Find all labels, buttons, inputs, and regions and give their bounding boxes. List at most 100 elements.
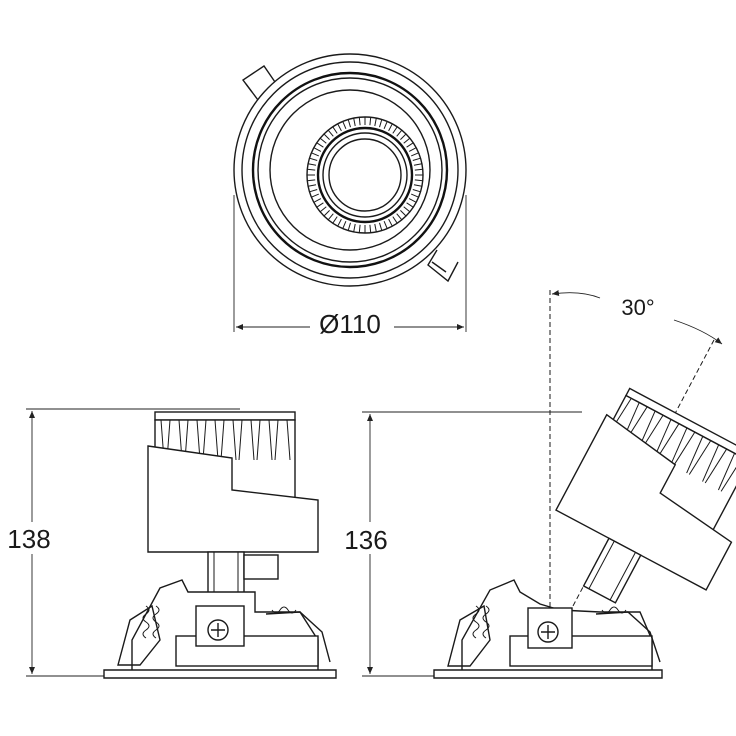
fin-line (379, 119, 383, 128)
fin-line (414, 168, 423, 171)
fin-line (232, 419, 237, 461)
top-outer-ring (233, 53, 467, 287)
fin-line (704, 448, 728, 484)
fin-line (412, 157, 421, 161)
fin-line (337, 123, 342, 132)
fin-line (383, 121, 388, 129)
fin-line (388, 218, 393, 227)
fin-line (332, 126, 338, 134)
fin-line (309, 157, 318, 161)
top-clip-upper (241, 65, 276, 101)
fin-line (686, 436, 704, 474)
fin-line (342, 121, 347, 129)
fin-line (720, 457, 736, 492)
fin-line (411, 193, 419, 198)
fin-line (316, 202, 324, 208)
fin-line (256, 419, 261, 461)
fin-line (220, 419, 225, 461)
fin-line (396, 129, 403, 137)
fin-line (388, 123, 393, 132)
right-adjust-screw (537, 621, 559, 643)
fin-line (347, 119, 351, 128)
fin-line (374, 118, 377, 127)
fin-line (379, 222, 383, 231)
diameter-label: Ø110 (319, 309, 381, 339)
top-heatsink-fins (307, 117, 423, 233)
fin-line (353, 118, 356, 127)
fin-line (319, 206, 327, 213)
side-view-right: 136 30° (338, 290, 736, 679)
right-spring-clip-right (595, 606, 661, 663)
fin-line (332, 216, 338, 224)
fin-line (250, 419, 255, 461)
fin-line (286, 419, 291, 461)
fin-line (413, 184, 422, 187)
right-trim-ring (433, 669, 663, 679)
fin-line (311, 193, 319, 198)
fin-line (327, 129, 334, 137)
fin-line (688, 440, 712, 475)
left-spring-clip-left (117, 604, 161, 666)
fin-line (403, 206, 411, 213)
fin-line (342, 221, 347, 229)
fin-line (307, 168, 316, 171)
fin-line (396, 213, 403, 221)
fin-line (268, 419, 273, 461)
fin-line (392, 126, 398, 134)
top-clip-lower (427, 249, 459, 283)
right-gimbal-yoke (555, 413, 733, 591)
fin-line (214, 419, 219, 461)
fin-line (383, 221, 388, 229)
right-spring-clip-left (447, 604, 491, 667)
fin-line (654, 419, 672, 457)
fin-line (413, 163, 422, 166)
fin-line (313, 198, 322, 203)
fin-line (392, 216, 398, 224)
fin-line (657, 423, 680, 458)
left-trim-ring (103, 669, 337, 679)
fin-line (358, 224, 361, 233)
fin-line (337, 218, 342, 227)
left-gimbal-yoke (147, 445, 319, 553)
fin-line (308, 184, 317, 187)
fin-line (309, 189, 318, 193)
fin-line (369, 224, 372, 233)
fin-line (702, 444, 720, 482)
fin-line (323, 133, 330, 140)
height-left-label: 138 (7, 524, 50, 554)
fin-line (311, 152, 319, 157)
fin-line (670, 427, 688, 465)
fin-line (238, 419, 243, 461)
fin-line (400, 210, 407, 217)
fin-line (358, 117, 361, 126)
fin-line (672, 431, 696, 467)
fin-line (369, 117, 372, 126)
fin-line (353, 223, 356, 232)
fin-line (406, 142, 414, 148)
fin-line (408, 198, 417, 203)
fin-line (408, 147, 417, 152)
top-view: Ø110 (233, 53, 467, 340)
fin-line (308, 163, 317, 166)
fin-line (327, 213, 334, 221)
fin-line (717, 453, 736, 491)
fin-line (406, 202, 414, 208)
fin-line (403, 137, 411, 144)
fin-line (412, 189, 421, 193)
side-view-left: 138 (2, 408, 337, 679)
left-adjust-screw (207, 619, 229, 641)
fin-line (313, 147, 322, 152)
left-spring-clip-right (265, 606, 331, 663)
fin-line (400, 133, 407, 140)
fin-line (411, 152, 419, 157)
tilt-angle-label: 30° (621, 295, 654, 320)
fin-line (316, 142, 324, 148)
fin-line (319, 137, 327, 144)
fin-line (307, 179, 316, 182)
fin-line (414, 179, 423, 182)
fin-line (323, 210, 330, 217)
fin-line (347, 222, 351, 231)
height-right-label: 136 (344, 525, 387, 555)
fin-line (274, 419, 279, 461)
